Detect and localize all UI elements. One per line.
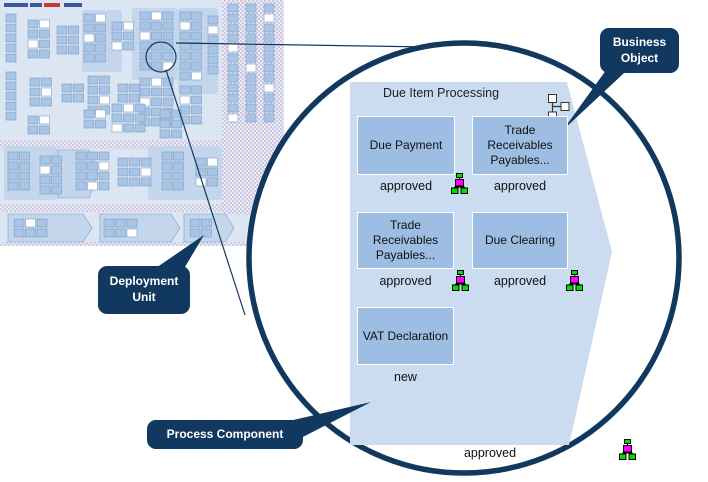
- org-hierarchy-colored-icon: [619, 439, 636, 460]
- magnifier-connector-bottom-line: [165, 69, 246, 316]
- process-component-box-trade-receivables-2: Trade Receivables Payables...: [357, 212, 454, 269]
- callout-business-object: Business Object: [600, 28, 679, 73]
- callout-process-component: Process Component: [147, 420, 303, 449]
- deployment-unit-title: Due Item Processing: [383, 86, 500, 100]
- process-component-box-due-payment: Due Payment: [357, 116, 455, 175]
- status-label-footer: approved: [463, 446, 517, 460]
- status-label: new: [394, 370, 417, 384]
- org-hierarchy-colored-icon: [566, 270, 583, 291]
- status-label: approved: [379, 274, 432, 288]
- status-label: approved: [493, 274, 547, 288]
- org-hierarchy-colored-icon: [451, 173, 468, 194]
- magnifier-source-circle: [145, 41, 177, 73]
- process-component-box-trade-receivables-1: Trade Receivables Payables...: [472, 116, 568, 175]
- org-hierarchy-colored-icon: [452, 270, 469, 291]
- process-component-box-vat-declaration: VAT Declaration: [357, 307, 454, 365]
- status-label: approved: [493, 179, 547, 193]
- deployment-unit-callout-tail: [150, 235, 204, 272]
- process-component-box-due-clearing: Due Clearing: [472, 212, 568, 269]
- status-label: approved: [379, 179, 433, 193]
- callout-deployment-unit: Deployment Unit: [98, 266, 190, 314]
- process-map-thumbnail: [0, 0, 284, 246]
- business-object-callout-tail: [563, 60, 638, 130]
- magnifier-connector-top-line: [175, 42, 432, 48]
